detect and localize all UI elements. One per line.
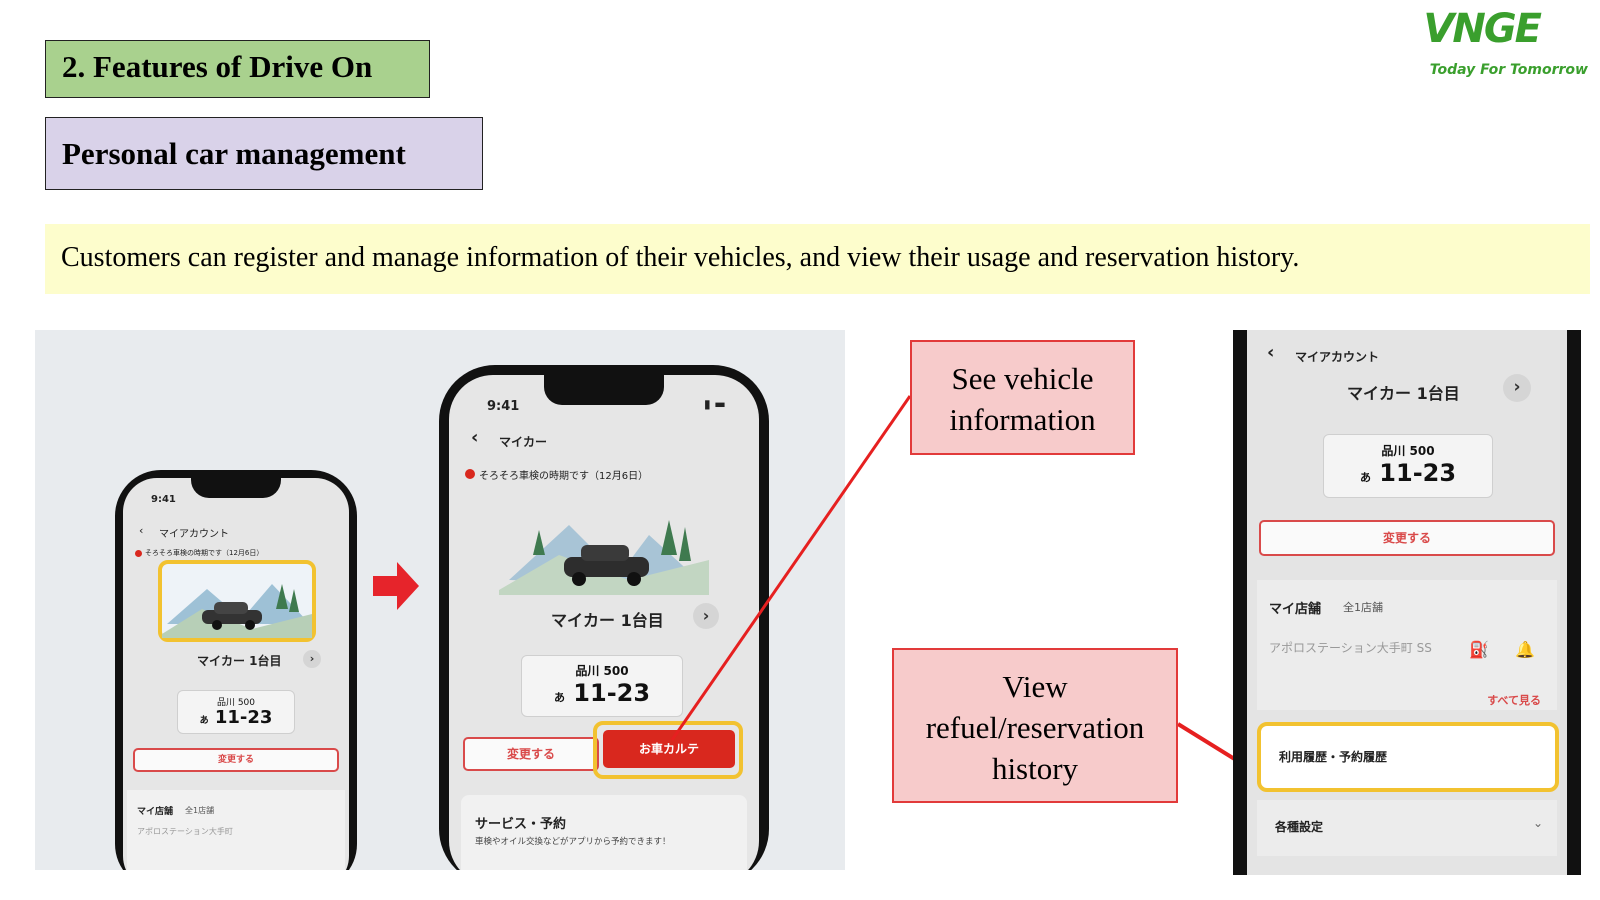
nav-title: マイアカウント xyxy=(159,529,229,540)
karte-button-highlight xyxy=(593,721,743,779)
change-button[interactable]: 変更する xyxy=(463,737,599,771)
back-chevron-icon[interactable]: ‹ xyxy=(1267,342,1275,363)
notice-text: そろそろ車検の時期です（12月6日） xyxy=(479,471,649,482)
license-plate: 品川 500 あ 11-23 xyxy=(177,690,295,734)
phone-right: ‹ マイアカウント マイカー 1台目 › 品川 500 あ 11-23 変更する… xyxy=(1233,330,1581,875)
license-plate: 品川 500 あ 11-23 xyxy=(521,655,683,717)
change-button[interactable]: 変更する xyxy=(1259,520,1555,556)
settings-item[interactable]: 各種設定 ⌄ xyxy=(1257,800,1557,856)
connector-vehicle-info xyxy=(670,395,912,741)
callout-vehicle-info: See vehicle information xyxy=(910,340,1135,455)
notice-text: そろそろ車検の時期です（12月6日） xyxy=(145,549,264,557)
car-illustration-icon xyxy=(499,520,709,595)
chevron-down-icon: ⌄ xyxy=(1532,816,1543,830)
next-chevron-icon[interactable]: › xyxy=(1503,374,1531,402)
status-time: 9:41 xyxy=(487,399,520,414)
status-time: 9:41 xyxy=(151,494,176,505)
car-illustration-icon xyxy=(162,584,312,638)
phone-small: 9:41 ‹ マイアカウント そろそろ車検の時期です（12月6日） マイカー 1… xyxy=(115,470,357,870)
change-button[interactable]: 変更する xyxy=(133,748,339,772)
shop-count: 全1店舗 xyxy=(1343,601,1383,614)
service-desc: 車検やオイル交換などがアプリから予約できます！ xyxy=(475,837,671,847)
shop-section: マイ店舗 全1店舗 アポロステーション大手町 SS ⛽ 🔔 すべて見る xyxy=(1257,580,1557,710)
shop-section: マイ店舗 全1店舗 アポロステーション大手町 xyxy=(127,790,345,870)
vnge-logo: VNGE xyxy=(1423,6,1542,52)
shop-name: アポロステーション大手町 xyxy=(137,827,233,836)
service-card[interactable]: サービス・予約 車検やオイル交換などがアプリから予約できます！ xyxy=(461,795,747,870)
fuel-pump-icon[interactable]: ⛽ xyxy=(1469,640,1489,659)
back-chevron-icon[interactable]: ‹ xyxy=(471,427,479,448)
phone-large: 9:41 ▮ ▬ ‹ マイカー そろそろ車検の時期です（12月6日） マイカー … xyxy=(439,365,769,870)
shop-name: アポロステーション大手町 SS xyxy=(1269,641,1432,655)
bell-icon[interactable]: 🔔 xyxy=(1515,640,1535,659)
service-title: サービス・予約 xyxy=(475,817,567,832)
signal-wifi-battery-icon: ▮ ▬ xyxy=(704,397,726,411)
car-name: マイカー 1台目 xyxy=(197,654,282,668)
shop-count: 全1店舗 xyxy=(185,806,215,815)
description-banner: Customers can register and manage inform… xyxy=(45,224,1590,294)
settings-item-label: 各種設定 xyxy=(1275,820,1324,834)
history-item-highlight[interactable]: 利用履歴・予約履歴 xyxy=(1257,722,1559,792)
alert-icon xyxy=(465,469,475,479)
shop-label: マイ店舗 xyxy=(137,807,174,817)
history-item-label: 利用履歴・予約履歴 xyxy=(1279,750,1388,764)
subsection-title: Personal car management xyxy=(45,117,483,190)
nav-title: マイカー xyxy=(499,435,548,449)
car-name: マイカー 1台目 xyxy=(1347,384,1460,403)
next-chevron-icon[interactable]: › xyxy=(693,603,719,629)
next-chevron-icon[interactable]: › xyxy=(303,650,321,668)
car-card-highlight[interactable] xyxy=(158,560,316,642)
app-illustration-panel: 9:41 ‹ マイアカウント そろそろ車検の時期です（12月6日） マイカー 1… xyxy=(35,330,845,870)
section-title: 2. Features of Drive On xyxy=(45,40,430,98)
alert-icon xyxy=(135,550,142,557)
car-name: マイカー 1台目 xyxy=(551,611,664,630)
nav-title: マイアカウント xyxy=(1295,350,1380,364)
logo-tagline: Today For Tomorrow xyxy=(1429,62,1588,78)
shop-label: マイ店舗 xyxy=(1269,602,1322,617)
car-karte-button[interactable]: お車カルテ xyxy=(603,730,735,768)
back-chevron-icon[interactable]: ‹ xyxy=(139,524,144,537)
callout-history: View refuel/reservation history xyxy=(892,648,1178,803)
see-all-link[interactable]: すべて見る xyxy=(1487,694,1541,707)
license-plate: 品川 500 あ 11-23 xyxy=(1323,434,1493,498)
arrow-right-icon xyxy=(373,562,419,610)
